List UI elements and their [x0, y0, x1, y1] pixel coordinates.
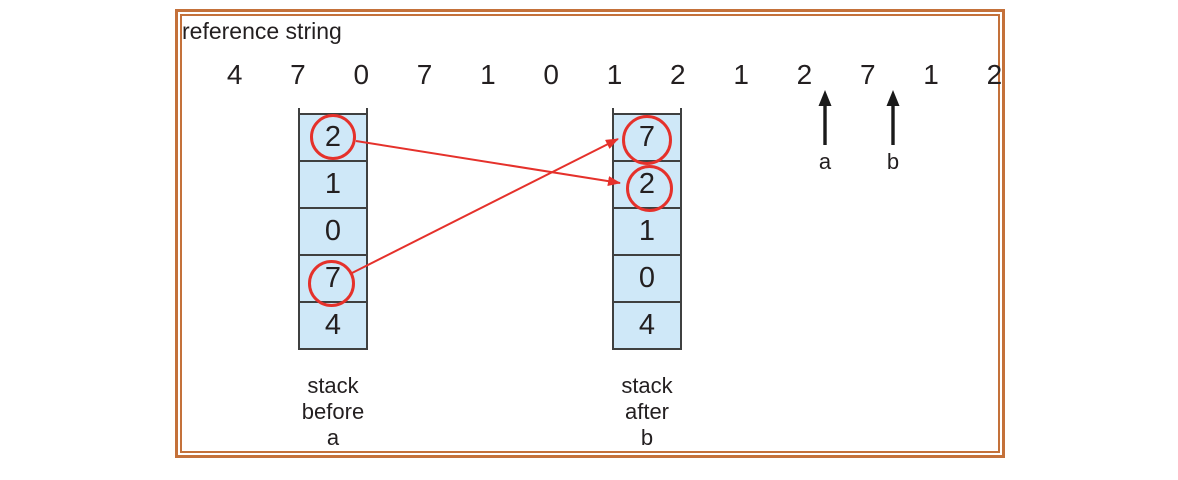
highlight-circle-before-2: [310, 114, 356, 160]
reference-digit: 7: [416, 59, 433, 90]
reference-digit: 0: [353, 59, 370, 90]
stack-after-label: stack after b: [577, 373, 717, 451]
stack-cell: 4: [612, 301, 682, 350]
marker-label-a: a: [818, 149, 832, 174]
stack-after-label-line: after: [624, 399, 670, 424]
highlight-circle-after-7: [622, 115, 672, 165]
reference-digit: 2: [986, 59, 1003, 90]
stack-before-label: stack before a: [263, 373, 403, 451]
figure-border-inner: [180, 14, 1000, 453]
stack-cell: 0: [612, 254, 682, 303]
reference-digit: 4: [226, 59, 243, 90]
reference-digit: 2: [670, 59, 686, 90]
highlight-circle-after-2: [626, 165, 673, 212]
stack-after-label-line: b: [640, 425, 654, 450]
reference-digit: 2: [796, 59, 813, 90]
stack-cell: 4: [298, 301, 368, 350]
stack-after-label-line: stack: [621, 373, 673, 398]
highlight-circle-before-7: [308, 260, 355, 307]
reference-digit: 1: [606, 59, 623, 90]
reference-digit: 1: [923, 59, 939, 90]
figure-border: [175, 9, 1005, 458]
stack-before-label-line: stack: [307, 373, 359, 398]
reference-digit: 1: [480, 59, 496, 90]
stack-cell: 1: [612, 207, 682, 256]
stack-cell: 0: [298, 207, 368, 256]
stack-before-label-line: a: [326, 425, 340, 450]
stack-cell: 1: [298, 160, 368, 209]
stack-before-label-line: before: [301, 399, 365, 424]
reference-digit: 7: [859, 59, 876, 90]
reference-digit: 1: [733, 59, 749, 90]
reference-digit: 0: [543, 59, 559, 90]
marker-label-b: b: [886, 149, 900, 174]
reference-digit: 7: [290, 59, 306, 90]
reference-string-row: 4 7 0 7 1 0 1 2 1 2 7 1 2: [203, 57, 1026, 93]
reference-string-label: reference string: [182, 18, 342, 44]
